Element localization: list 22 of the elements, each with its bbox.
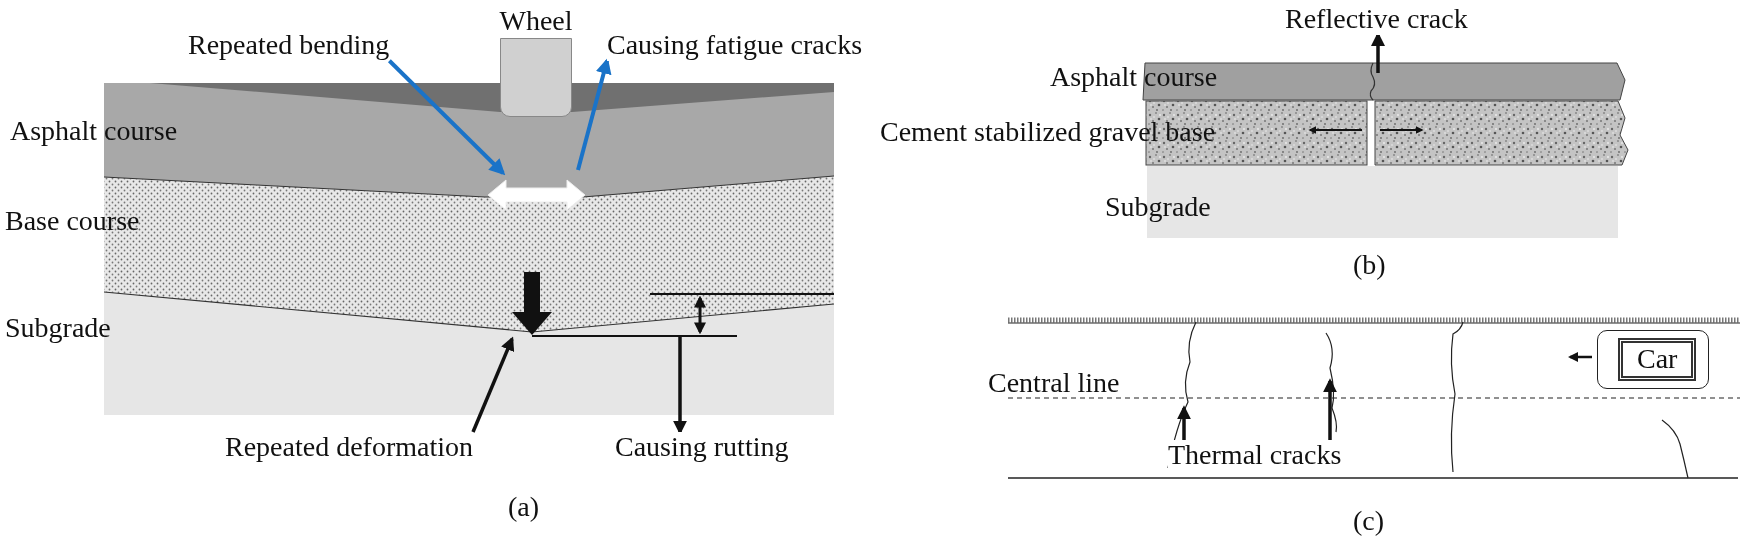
leader-line bbox=[1177, 405, 1191, 440]
leader-line bbox=[576, 57, 612, 171]
leader-line bbox=[1323, 378, 1337, 440]
leader-line bbox=[673, 337, 687, 435]
car-label: Car bbox=[1618, 338, 1697, 381]
layer-label: Subgrade bbox=[1105, 192, 1211, 223]
line-label: Central line bbox=[988, 368, 1120, 399]
wheel-label: Wheel bbox=[499, 6, 573, 37]
leader-line bbox=[387, 59, 506, 176]
layer-label: Asphalt course bbox=[1050, 62, 1218, 93]
layer-label: Subgrade bbox=[5, 313, 111, 344]
layer-label: Cement stabilized gravel base bbox=[880, 117, 1216, 148]
leader-line bbox=[1371, 32, 1385, 73]
car-symbol bbox=[1597, 330, 1710, 389]
layer-label: Base course bbox=[5, 206, 140, 237]
callout-text: Thermal cracks bbox=[1168, 440, 1342, 471]
callout-text: Causing rutting bbox=[615, 432, 789, 463]
panel-label: (b) bbox=[1353, 250, 1386, 281]
layer-label: Asphalt course bbox=[10, 116, 178, 147]
panel-label: (a) bbox=[508, 492, 540, 523]
leader-line bbox=[471, 336, 515, 433]
panel-label: (c) bbox=[1353, 506, 1385, 537]
